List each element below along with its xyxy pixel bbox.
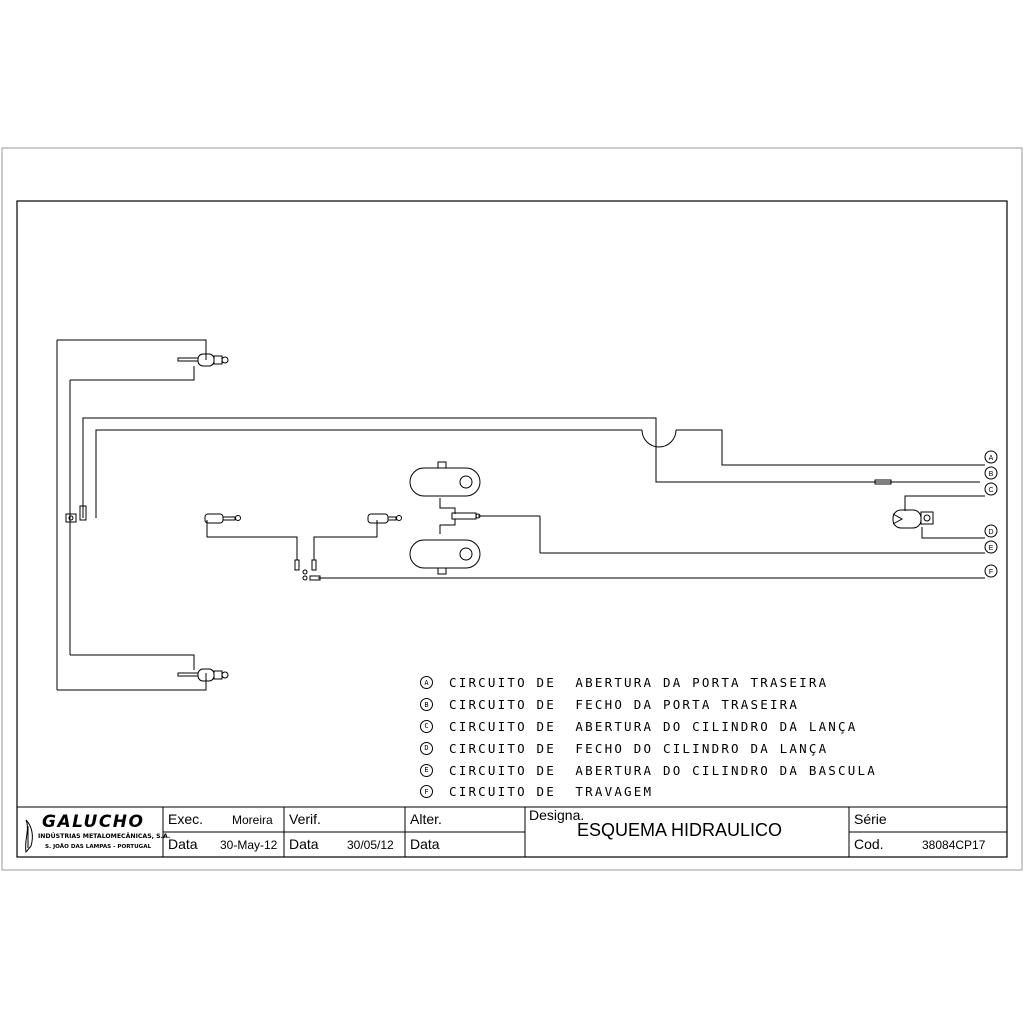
cod-value: 38084CP17: [922, 838, 986, 852]
port-labels: A B C D E F: [980, 450, 998, 578]
valve-junction: [294, 559, 321, 581]
cylinder-lower-left: [177, 668, 229, 682]
legend-text: CIRCUITO DE TRAVAGEM: [449, 784, 654, 800]
legend-letter: E: [420, 763, 433, 777]
legend-letter: F: [420, 785, 433, 799]
manifold-block-left: [65, 505, 87, 523]
port-b-label: B: [989, 471, 994, 478]
legend-text: CIRCUITO DE FECHO DA PORTA TRASEIRA: [449, 697, 800, 713]
port-e: E: [984, 540, 998, 554]
outer-sheet-border: [1, 147, 1023, 871]
legend-text: CIRCUITO DE ABERTURA DO CILINDRO DA BASC…: [449, 762, 877, 778]
port-a: A: [980, 450, 998, 466]
hydraulic-lines: [56, 339, 985, 691]
legend-letter: C: [420, 719, 433, 733]
alter-label: Alter.: [410, 811, 442, 827]
inline-fitting-right: [874, 479, 892, 485]
legend-letter: D: [420, 741, 433, 755]
logo-mark: [25, 819, 33, 854]
cylinder-mid-left-b: [367, 513, 402, 524]
legend-item: A CIRCUITO DE ABERTURA DA PORTA TRASEIRA: [420, 672, 840, 694]
legend-item: D CIRCUITO DE FECHO DO CILINDRO DA LANÇA: [420, 737, 840, 759]
cylinder-upper-left: [177, 353, 229, 367]
exec-label: Exec.: [168, 811, 204, 827]
port-a-label: A: [989, 455, 994, 462]
boom-cylinder-right: [892, 509, 934, 529]
port-c: C: [984, 482, 998, 496]
tipping-cylinder-lower: [409, 539, 481, 575]
exec-value: Moreira: [232, 813, 273, 827]
designation-label: Designa.: [529, 807, 585, 823]
legend-letter: B: [420, 698, 433, 712]
port-c-label: C: [988, 487, 993, 494]
legend-item: C CIRCUITO DE ABERTURA DO CILINDRO DA LAN…: [420, 716, 855, 738]
port-d-label: D: [988, 529, 993, 536]
legend-text: CIRCUITO DE FECHO DO CILINDRO DA LANÇA: [449, 740, 829, 756]
verif-data-label: Data: [289, 836, 319, 852]
serie-label: Série: [854, 811, 887, 827]
port-d: D: [984, 524, 998, 538]
legend-item: F CIRCUITO DE TRAVAGEM: [420, 781, 840, 803]
company-location-line: S. JOÃO DAS LAMPAS - PORTUGAL: [45, 844, 152, 850]
verif-label: Verif.: [289, 811, 321, 827]
legend-letter: A: [420, 676, 433, 690]
company-name-line: INDÚSTRIAS METALOMECÂNICAS, S.A.: [38, 833, 171, 840]
cylinder-mid-left-a: [204, 513, 241, 524]
legend-item: B CIRCUITO DE FECHO DA PORTA TRASEIRA: [420, 694, 840, 716]
legend-text: CIRCUITO DE ABERTURA DA PORTA TRASEIRA: [449, 675, 829, 691]
exec-date: 30-May-12: [220, 838, 278, 852]
verif-date: 30/05/12: [347, 838, 394, 852]
port-f-label: F: [989, 569, 993, 576]
exec-data-label: Data: [168, 836, 198, 852]
alter-data-label: Data: [410, 836, 440, 852]
legend-item: E CIRCUITO DE ABERTURA DO CILINDRO DA BAS…: [420, 759, 875, 781]
port-e-label: E: [989, 545, 994, 552]
twin-cylinder-fitting: [451, 512, 481, 520]
title-block-grid: [16, 806, 1008, 858]
company-logo: GALUCHO: [42, 812, 145, 832]
port-f: F: [984, 564, 998, 578]
cod-label: Cod.: [854, 836, 884, 852]
drawing-title: ESQUEMA HIDRAULICO: [577, 820, 783, 840]
port-b: B: [984, 466, 998, 480]
tipping-cylinder-upper: [409, 461, 481, 497]
legend-text: CIRCUITO DE ABERTURA DO CILINDRO DA LANÇ…: [449, 718, 858, 734]
